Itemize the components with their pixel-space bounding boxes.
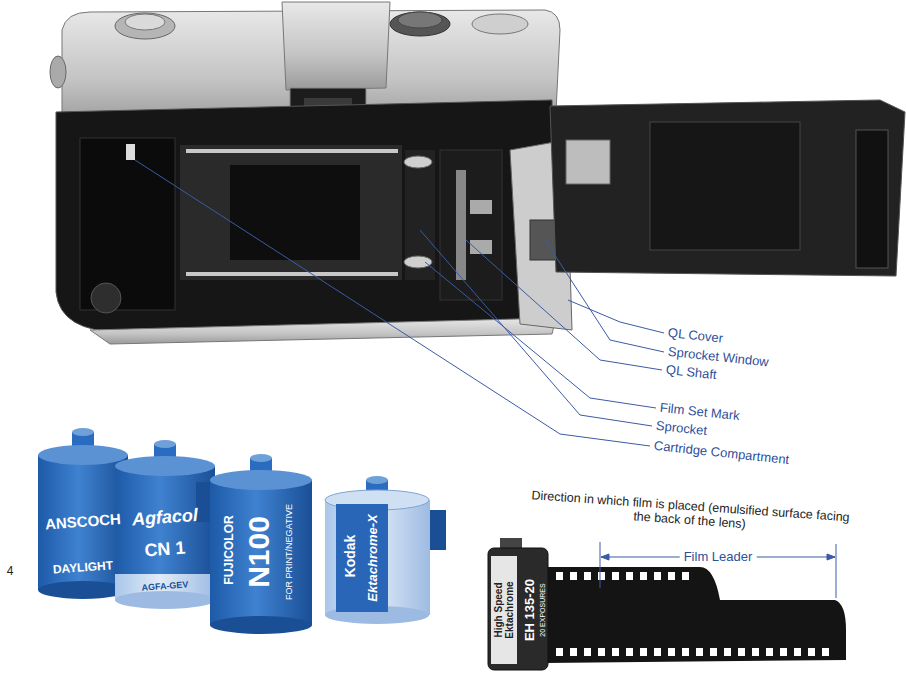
- canister-print: FOR PRINT/NEGATIVE: [285, 504, 295, 600]
- canister-print: FUJICOLOR: [223, 515, 236, 584]
- film-cartridge: [488, 538, 846, 670]
- canister-print: Ektachrome-X: [366, 514, 380, 601]
- film-leader-bracket: [600, 542, 836, 598]
- part-label: QL Shaft: [665, 363, 717, 383]
- canister-print: N100: [242, 516, 275, 588]
- sprocket-gear: [404, 256, 432, 268]
- advance-lever: [472, 14, 528, 34]
- shutter-dial: [390, 12, 450, 36]
- rewind-fork: [91, 283, 121, 313]
- prism-housing: [282, 2, 390, 90]
- film-gate: [180, 145, 402, 280]
- canister-print: CN 1: [144, 539, 186, 562]
- cartridge-compartment: [80, 138, 175, 310]
- canister-print: Kodak: [343, 535, 358, 578]
- sprocket-window: [530, 220, 556, 260]
- film-rail: [186, 149, 398, 153]
- cartridge-clip: [126, 144, 135, 160]
- part-label: QL Cover: [667, 326, 723, 346]
- part-label: Cartridge Compartment: [653, 439, 790, 467]
- dimension-label: Film Leader: [680, 550, 757, 564]
- cartridge-print: 20 EXPOSURES: [539, 583, 547, 636]
- door-hinge: [856, 130, 888, 268]
- pressure-plate: [650, 122, 800, 250]
- rewind-knob-top: [125, 14, 165, 30]
- film-canisters: [38, 428, 446, 634]
- side-knob: [50, 56, 66, 88]
- leader-lines: [135, 160, 664, 446]
- bottom-plate: [90, 318, 556, 344]
- film-aperture: [230, 165, 360, 260]
- caption-note: Direction in which film is placed (emuls…: [524, 489, 855, 539]
- sprocket-gear: [404, 156, 432, 168]
- camera-door: [550, 100, 905, 276]
- film-rail: [186, 272, 398, 276]
- cartridge-print: EH 135-20: [523, 579, 537, 641]
- ql-shaft: [456, 170, 466, 280]
- shutter-dial-top: [398, 12, 442, 28]
- door-spring: [566, 140, 610, 184]
- sprocket-shaft: [405, 150, 435, 280]
- page-number: 4: [7, 565, 14, 578]
- part-label: Sprocket: [655, 419, 708, 439]
- cartridge-print: High Speed Ektachrome: [493, 577, 515, 643]
- camera-back: [56, 100, 556, 332]
- rewind-knob: [115, 13, 175, 39]
- ql-shaft-part: [470, 200, 492, 214]
- takeup-area: [440, 150, 502, 300]
